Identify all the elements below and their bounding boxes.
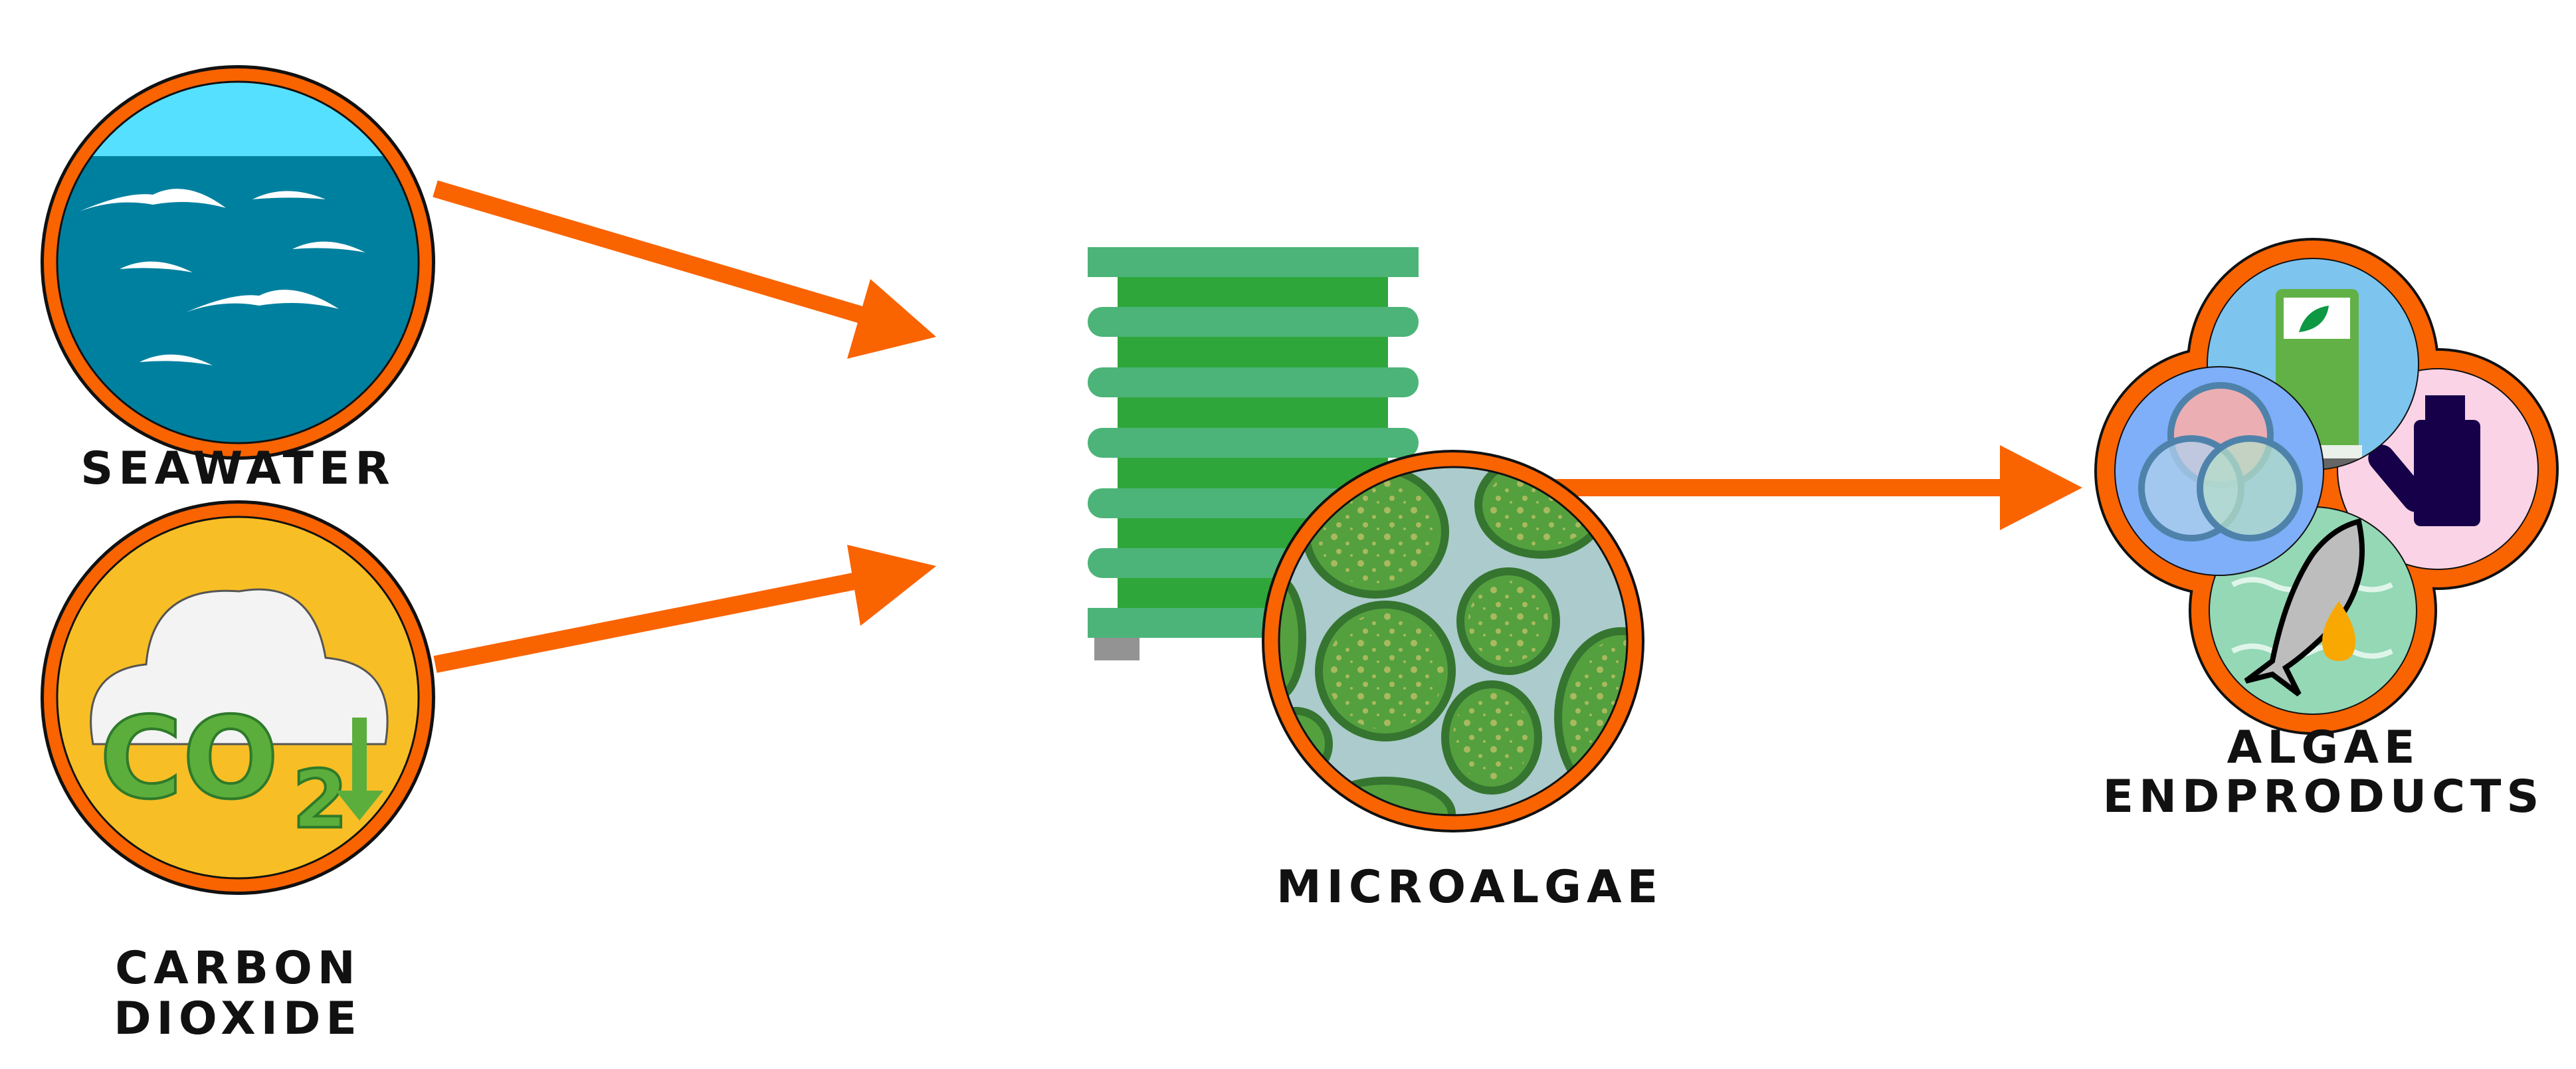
co2-cloud-icon: CO 2 <box>57 517 419 878</box>
arrow-microalgae-to-endproducts <box>1551 445 2082 530</box>
co2-node: CO 2 <box>41 500 435 895</box>
microalgae-label: MICROALGAE <box>1276 861 1663 914</box>
endproducts-label-line2: ENDPRODUCTS <box>2103 771 2545 823</box>
microalgae-node <box>1262 450 1644 832</box>
arrow-seawater-to-reactor <box>433 180 936 359</box>
seawater-node <box>41 65 435 460</box>
co2-label-line1: CARBON <box>115 942 360 995</box>
seawater-label: SEAWATER <box>80 442 395 495</box>
co2-text: CO <box>100 693 278 825</box>
co2-label-line2: DIOXIDE <box>114 993 362 1045</box>
arrow-down-icon <box>336 718 383 821</box>
arrow-co2-to-reactor <box>433 545 936 673</box>
endproducts-node <box>2094 238 2559 735</box>
endproducts-label-line1: ALGAE <box>2227 722 2421 774</box>
pigments-venn-icon <box>2114 366 2324 576</box>
waves-icon <box>57 82 419 443</box>
co2-subscript: 2 <box>292 754 348 846</box>
